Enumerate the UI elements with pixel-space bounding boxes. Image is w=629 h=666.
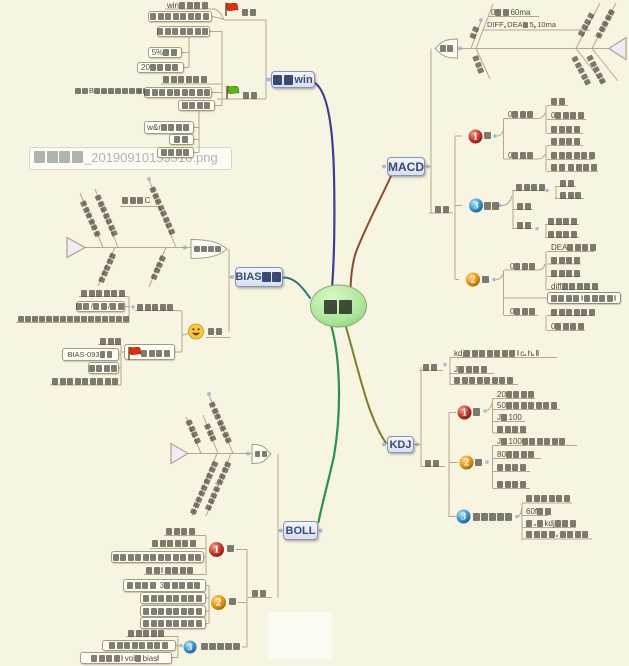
svg-text:2: 2 <box>471 275 476 286</box>
svg-text:3: 3 <box>461 512 466 523</box>
svg-text:1: 1 <box>473 132 478 143</box>
svg-text:2: 2 <box>464 458 469 469</box>
svg-text:1: 1 <box>214 544 220 556</box>
svg-text:2: 2 <box>216 597 222 609</box>
svg-text:3: 3 <box>474 201 479 212</box>
svg-text:1: 1 <box>462 408 467 419</box>
svg-text:3: 3 <box>188 642 193 652</box>
